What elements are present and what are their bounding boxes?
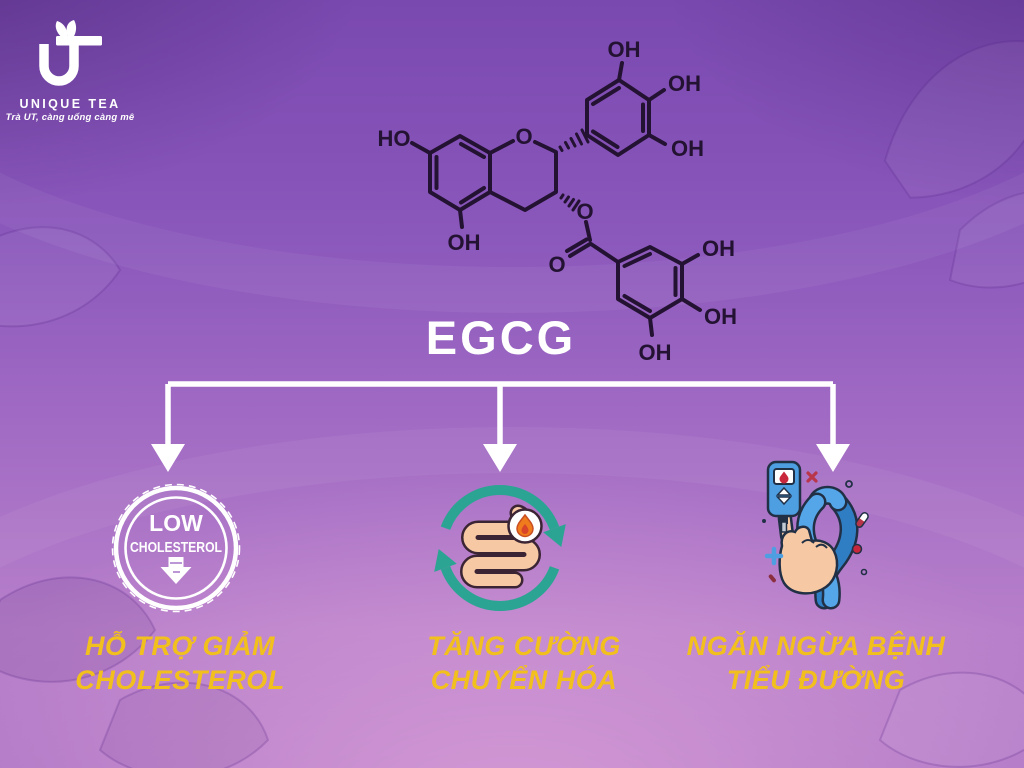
down-arrow-button: [775, 496, 793, 506]
brand-tagline: Trà UT, càng uống càng mê: [5, 112, 135, 123]
atom-label: OH: [608, 37, 641, 62]
benefit-line: CHUYỂN HÓA: [430, 665, 618, 695]
low-cholesterol-stamp-icon: LOW CHOLESTEROL: [103, 475, 249, 621]
atom-label: O: [548, 252, 565, 277]
atom-label: OH: [668, 71, 701, 96]
unique-tea-logo: UNIQUE TEA Trà UT, càng uống càng mê: [6, 18, 134, 123]
stamp-text-low: LOW: [149, 510, 203, 536]
medical-decorations: [762, 471, 869, 583]
calorie-burn-flame-icon: [507, 508, 543, 544]
brand-name: UNIQUE TEA: [19, 97, 121, 111]
glucose-meter: [766, 460, 802, 533]
atom-label: O: [515, 124, 532, 149]
benefit-line: TIỂU ĐƯỜNG: [726, 665, 906, 695]
blood-drop-icon: [779, 471, 789, 484]
atom-label: OH: [671, 136, 704, 161]
atom-label: OH: [448, 230, 481, 255]
diabetes-prevention-icon: [740, 450, 890, 620]
atom-label: OH: [702, 236, 735, 261]
arrow-lines: [165, 381, 836, 446]
benefit-label-cholesterol: HỖ TRỢ GIẢM CHOLESTEROL: [15, 629, 345, 697]
atom-label: O: [576, 199, 593, 224]
benefit-line: NGĂN NGỪA BỆNH: [686, 631, 946, 661]
stamp-inner-circle: [124, 496, 228, 600]
stamp-text-cholesterol: CHOLESTEROL: [130, 540, 222, 556]
stamp-outer-circle: [113, 485, 239, 611]
letter-u: [39, 40, 79, 86]
arrow-heads: [151, 444, 850, 472]
stamp-down-arrow: [160, 557, 192, 584]
leaf-right: [66, 20, 77, 41]
molecule-title: EGCG: [425, 311, 577, 364]
up-arrow-button: [775, 486, 793, 496]
atom-label: OH: [639, 340, 672, 365]
stamp-grunge-slits: [170, 562, 182, 573]
cycle-arrows: [434, 485, 566, 611]
metabolism-cycle-icon: [425, 473, 575, 623]
atom-label: HO: [378, 126, 411, 151]
atom-labels: HO O OH OH OH OH O O OH OH OH: [378, 37, 738, 365]
benefit-label-diabetes: NGĂN NGỪA BỆNH TIỂU ĐƯỜNG: [651, 629, 981, 697]
letter-t-bar: [56, 36, 102, 46]
bond-lines: [410, 61, 702, 337]
benefit-line: TĂNG CƯỜNG: [427, 631, 621, 661]
benefit-line: HỖ TRỢ GIẢM: [84, 631, 276, 661]
benefit-line: CHOLESTEROL: [75, 665, 285, 695]
leaf-shapes: [0, 40, 1024, 768]
atom-label: OH: [704, 304, 737, 329]
stamp-scallop-edge: [111, 483, 241, 613]
benefit-label-metabolism: TĂNG CƯỜNG CHUYỂN HÓA: [359, 629, 689, 697]
ut-monogram-icon: [39, 20, 102, 86]
